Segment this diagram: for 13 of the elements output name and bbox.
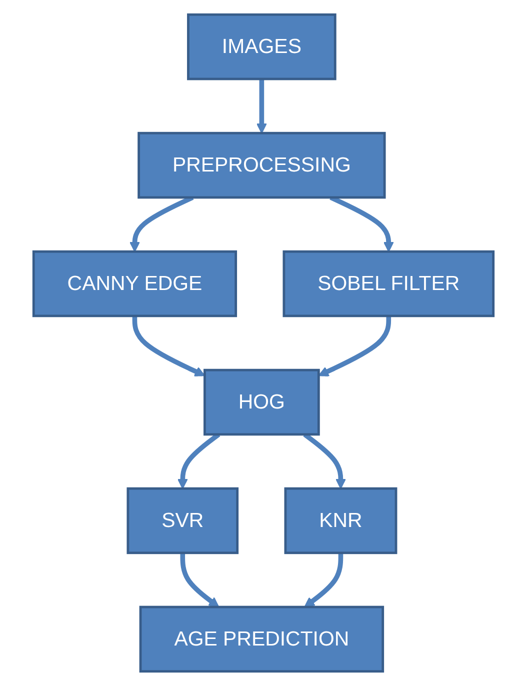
arrow — [318, 316, 392, 376]
arrow — [256, 78, 267, 134]
node-box: KNR — [284, 487, 398, 554]
node-box: AGE PREDICTION — [139, 606, 384, 673]
node-box: SOBEL FILTER — [282, 250, 495, 318]
node-box: CANNY EDGE — [32, 250, 238, 318]
arrow — [304, 552, 344, 608]
node-box: PREPROCESSING — [138, 132, 386, 199]
node-box: IMAGES — [187, 13, 336, 80]
node-box: SVR — [126, 487, 239, 554]
node-box: HOG — [204, 368, 320, 436]
arrow — [132, 316, 206, 376]
arrow — [180, 552, 220, 608]
